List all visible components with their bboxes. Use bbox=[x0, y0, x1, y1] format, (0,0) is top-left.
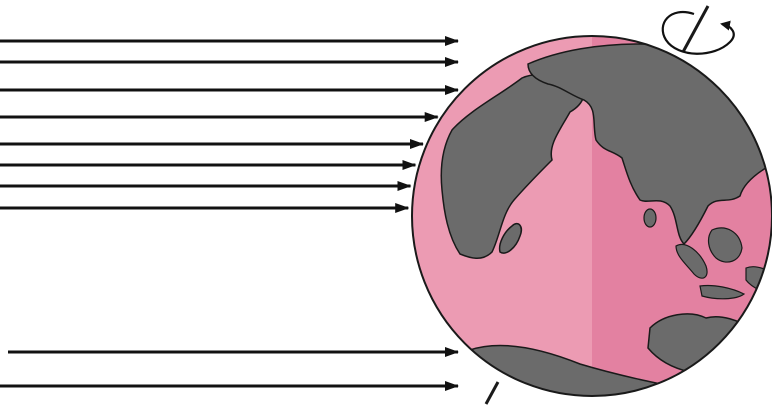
land-madagascar bbox=[498, 222, 523, 254]
land-sumatra bbox=[675, 243, 708, 279]
land-sri-lanka bbox=[643, 208, 657, 228]
land-java bbox=[699, 284, 746, 300]
earth-axis-bottom bbox=[484, 381, 500, 405]
sun-rays bbox=[0, 36, 459, 391]
land-borneo bbox=[707, 227, 743, 263]
curved-rotation-arrow-icon bbox=[661, 11, 735, 55]
earth-globe bbox=[411, 35, 772, 397]
globe-outline bbox=[411, 35, 772, 397]
earth-axis-top bbox=[681, 5, 710, 53]
